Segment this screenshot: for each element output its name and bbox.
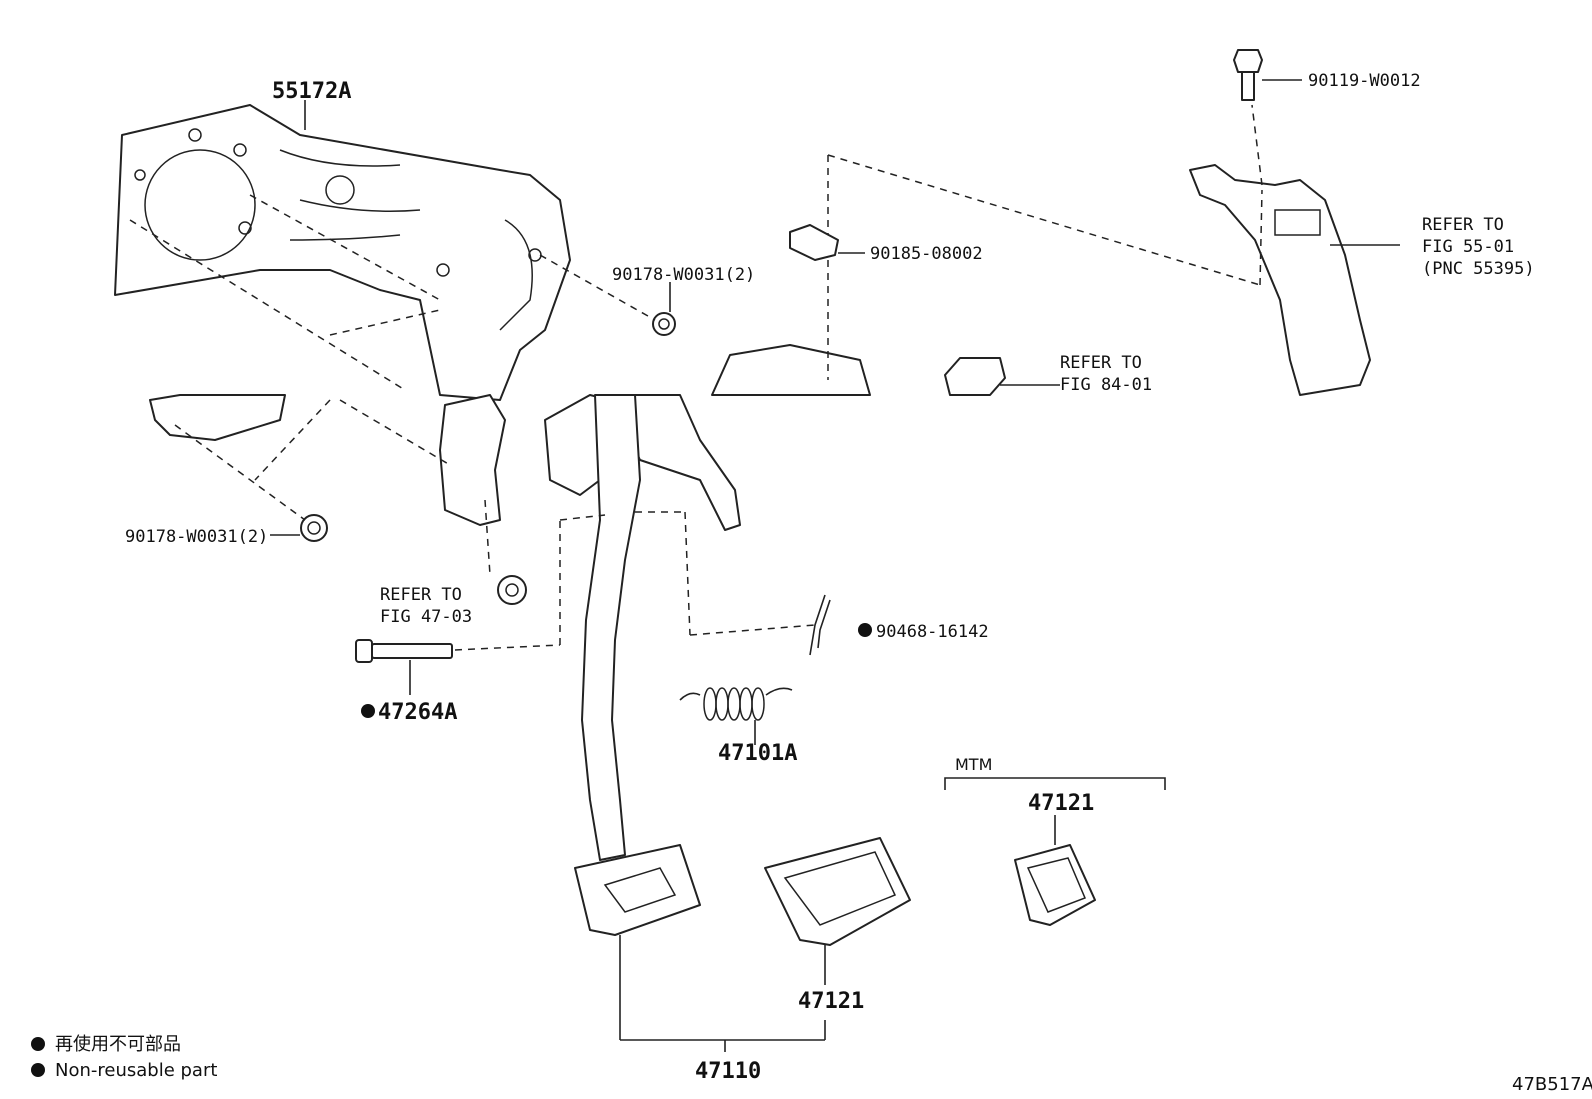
bolt-top-drawing — [1233, 49, 1263, 101]
nut-refer47-drawing — [497, 575, 527, 605]
label-55172a: 55172A — [272, 79, 351, 104]
pedal-support-right — [609, 394, 741, 531]
label-refer47-line2: FIG 47-03 — [380, 607, 472, 627]
bracket-55172a-drawing — [114, 104, 571, 401]
nut-left-drawing — [300, 514, 328, 542]
dashed-guides — [129, 104, 1263, 651]
center-piece — [711, 344, 871, 396]
label-clip: 90185-08002 — [870, 244, 983, 264]
legend-jp: 再使用不可部品 — [55, 1034, 181, 1055]
left-bracket-fragment — [149, 394, 286, 441]
legend-dot-jp — [31, 1037, 45, 1051]
label-refer55-line1: REFER TO — [1422, 215, 1504, 235]
figure-code: 47B517A — [1512, 1074, 1592, 1095]
label-nut-upper: 90178-W0031(2) — [612, 265, 755, 285]
label-nut-left: 90178-W0031(2) — [125, 527, 268, 547]
pedal-arm-drawing — [581, 394, 641, 861]
legend-dot-en — [31, 1063, 45, 1077]
pedal-pad-mtm-drawing — [1014, 844, 1096, 926]
mtm-bracket — [944, 777, 1166, 790]
pedal-pad-main-drawing — [574, 844, 701, 936]
label-pedal-assy: 47110 — [695, 1059, 761, 1084]
label-spring: 47101A — [718, 741, 797, 766]
right-bracket-drawing — [1189, 164, 1371, 396]
pedal-pad-center-drawing — [764, 837, 911, 946]
label-pad-mtm: 47121 — [1028, 791, 1094, 816]
label-pin: 47264A — [378, 700, 457, 725]
label-refer84-line2: FIG 84-01 — [1060, 375, 1152, 395]
cotter-drawing — [809, 594, 831, 656]
right-bracket-slot — [1274, 209, 1321, 236]
lower-bracket-arm — [439, 394, 506, 526]
label-pad: 47121 — [798, 989, 864, 1014]
spring-drawing — [679, 687, 793, 721]
nut-upper-drawing — [652, 312, 676, 336]
clip-drawing — [789, 224, 839, 261]
label-refer84-line1: REFER TO — [1060, 353, 1142, 373]
legend-en: Non-reusable part — [55, 1060, 217, 1081]
pin-drawing — [355, 639, 453, 663]
label-refer47-line1: REFER TO — [380, 585, 462, 605]
label-refer55-line3: (PNC 55395) — [1422, 259, 1535, 279]
label-bolt-top: 90119-W0012 — [1308, 71, 1421, 91]
nonreusable-dot-cotter — [858, 623, 872, 637]
label-refer55-line2: FIG 55-01 — [1422, 237, 1514, 257]
label-mtm: MTM — [955, 755, 992, 774]
leader-lines — [270, 79, 1400, 1052]
nonreusable-dot-pin — [361, 704, 375, 718]
connector-drawing — [944, 357, 1006, 396]
label-cotter: 90468-16142 — [876, 622, 989, 642]
